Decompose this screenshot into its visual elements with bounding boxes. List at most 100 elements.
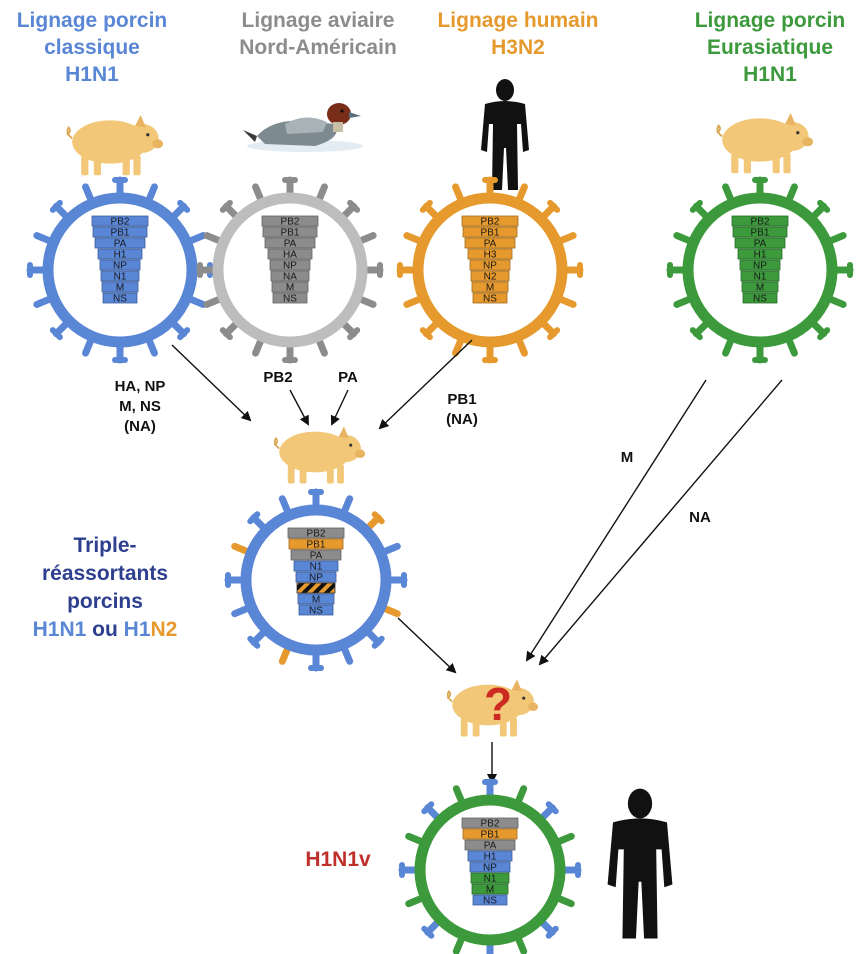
title-eurasian-line3: H1N1 xyxy=(743,63,797,86)
svg-text:NS: NS xyxy=(483,896,497,907)
title-avian: Lignage aviaire Nord-Américain xyxy=(239,9,397,59)
svg-text:NA: NA xyxy=(283,272,297,283)
svg-text:PA: PA xyxy=(484,239,497,250)
svg-text:NS: NS xyxy=(113,294,127,305)
title-human-line2: H3N2 xyxy=(491,36,545,59)
svg-text:PA: PA xyxy=(310,551,323,562)
title-classic-line1: Lignage porcin xyxy=(17,9,168,32)
arrow-label-human-2: (NA) xyxy=(446,411,478,428)
title-eurasian-line1: Lignage porcin xyxy=(695,9,846,32)
arrow-label-m: M xyxy=(621,449,634,466)
svg-text:PB1: PB1 xyxy=(281,228,300,239)
svg-text:PB1: PB1 xyxy=(481,228,500,239)
svg-text:H3: H3 xyxy=(484,250,497,261)
title-eurasian-line2: Eurasiatique xyxy=(707,36,833,59)
triple-line2: réassortants xyxy=(42,562,168,585)
svg-text:PB1: PB1 xyxy=(751,228,770,239)
duck-icon xyxy=(243,103,363,152)
svg-text:NP: NP xyxy=(283,261,297,272)
arrow-classic-to-pig xyxy=(171,344,252,422)
svg-text:PB1: PB1 xyxy=(111,228,130,239)
svg-text:N1: N1 xyxy=(484,874,497,885)
triple-line1: Triple- xyxy=(73,534,136,557)
triple-n2: N2 xyxy=(151,618,178,641)
svg-text:NP: NP xyxy=(753,261,767,272)
svg-text:HA: HA xyxy=(283,250,297,261)
svg-text:NP: NP xyxy=(113,261,127,272)
svg-text:PB2: PB2 xyxy=(307,529,326,540)
arrow-label-human-1: PB1 xyxy=(447,391,476,408)
title-classic-line2: classique xyxy=(44,36,140,59)
title-classic-line3: H1N1 xyxy=(65,63,119,86)
triple-ou: ou xyxy=(86,618,123,641)
svg-text:PA: PA xyxy=(114,239,127,250)
title-human-line1: Lignage humain xyxy=(437,9,598,32)
question-mark: ? xyxy=(484,678,512,730)
triple-reassortant-label: Triple- réassortants porcins H1N1 ou H1N… xyxy=(33,534,178,641)
svg-text:PB1: PB1 xyxy=(481,830,500,841)
pig-icon xyxy=(446,679,539,737)
svg-text:N2: N2 xyxy=(484,272,497,283)
arrow-label-na: NA xyxy=(689,509,711,526)
pig-icon xyxy=(273,426,366,484)
title-avian-line1: Lignage aviaire xyxy=(242,9,395,32)
arrow-label-classic-3: (NA) xyxy=(124,418,156,435)
human-silhouette-icon xyxy=(607,788,673,939)
arrow-avian-pa xyxy=(330,389,349,426)
svg-text:PB2: PB2 xyxy=(281,217,300,228)
title-human: Lignage humain H3N2 xyxy=(437,9,598,59)
triple-line3: porcins xyxy=(67,590,143,613)
arrow-label-pa: PA xyxy=(338,369,358,386)
svg-text:NP: NP xyxy=(483,261,497,272)
title-eurasian: Lignage porcin Eurasiatique H1N1 xyxy=(695,9,846,86)
svg-text:H1: H1 xyxy=(114,250,127,261)
svg-text:H1: H1 xyxy=(484,852,497,863)
svg-text:NS: NS xyxy=(483,294,497,305)
svg-text:PB2: PB2 xyxy=(481,819,500,830)
title-classic: Lignage porcin classique H1N1 xyxy=(17,9,168,86)
triple-line4: H1N1 ou H1N2 xyxy=(33,618,178,641)
svg-text:N1: N1 xyxy=(754,272,767,283)
pig-icon xyxy=(66,115,164,176)
svg-text:NS: NS xyxy=(753,294,767,305)
h1n1v-label: H1N1v xyxy=(305,848,371,871)
svg-text:NP: NP xyxy=(483,863,497,874)
arrow-label-pb2: PB2 xyxy=(263,369,292,386)
svg-text:M: M xyxy=(486,283,494,294)
svg-text:M: M xyxy=(756,283,764,294)
arrow-label-classic-1: HA, NP xyxy=(115,378,166,395)
svg-text:M: M xyxy=(116,283,124,294)
svg-text:PB1: PB1 xyxy=(307,540,326,551)
pig-icon xyxy=(716,113,814,174)
arrow-label-classic-2: M, NS xyxy=(119,398,161,415)
arrow-eurasian-m xyxy=(525,379,707,662)
svg-text:NS: NS xyxy=(309,606,323,617)
arrow-human-pb1 xyxy=(378,339,473,430)
svg-text:M: M xyxy=(486,885,494,896)
arrow-avian-pb2 xyxy=(289,389,309,426)
svg-text:PA: PA xyxy=(484,841,497,852)
svg-text:M: M xyxy=(312,595,320,606)
triple-h1: H1 xyxy=(124,618,151,641)
svg-text:PA: PA xyxy=(284,239,297,250)
svg-text:N1: N1 xyxy=(310,562,323,573)
svg-text:NP: NP xyxy=(309,573,323,584)
arrow-eurasian-na xyxy=(538,379,783,666)
arrow-triple-to-pig xyxy=(397,617,457,674)
svg-text:PB2: PB2 xyxy=(111,217,130,228)
triple-h1n1: H1N1 xyxy=(33,618,87,641)
svg-text:PB2: PB2 xyxy=(751,217,770,228)
svg-text:PA: PA xyxy=(754,239,767,250)
svg-text:N1: N1 xyxy=(114,272,127,283)
svg-text:M: M xyxy=(286,283,294,294)
title-avian-line2: Nord-Américain xyxy=(239,36,397,59)
human-silhouette-icon xyxy=(481,79,529,190)
